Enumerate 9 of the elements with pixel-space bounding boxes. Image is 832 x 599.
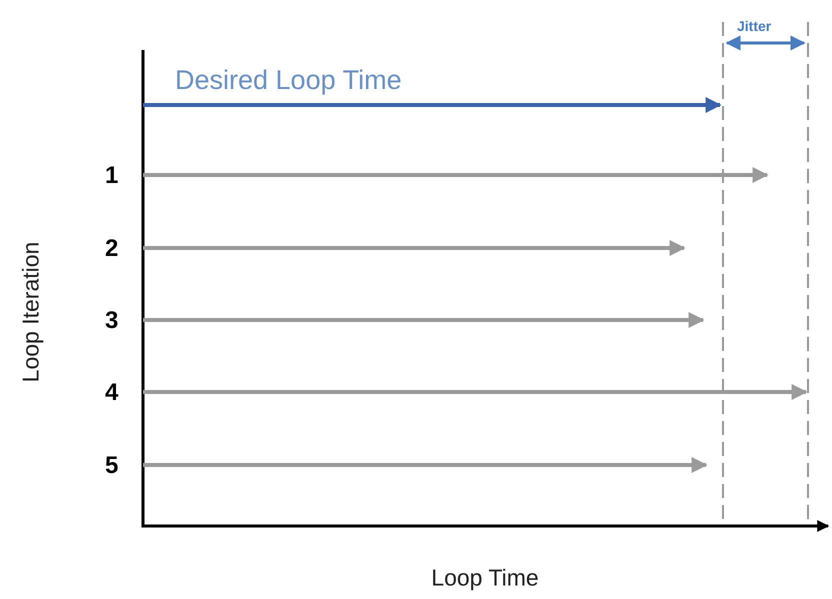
axis-title: Loop Iteration <box>20 242 42 382</box>
jitter-label: Jitter <box>737 19 772 33</box>
reference-label: Desired Loop Time <box>175 67 402 94</box>
iteration-number: 1 <box>105 164 118 188</box>
iteration-number: 2 <box>105 237 118 261</box>
axis-title: Loop Time <box>431 566 539 590</box>
iteration-number: 4 <box>105 381 118 405</box>
iteration-number: 3 <box>105 309 118 333</box>
iteration-number: 5 <box>105 454 118 478</box>
